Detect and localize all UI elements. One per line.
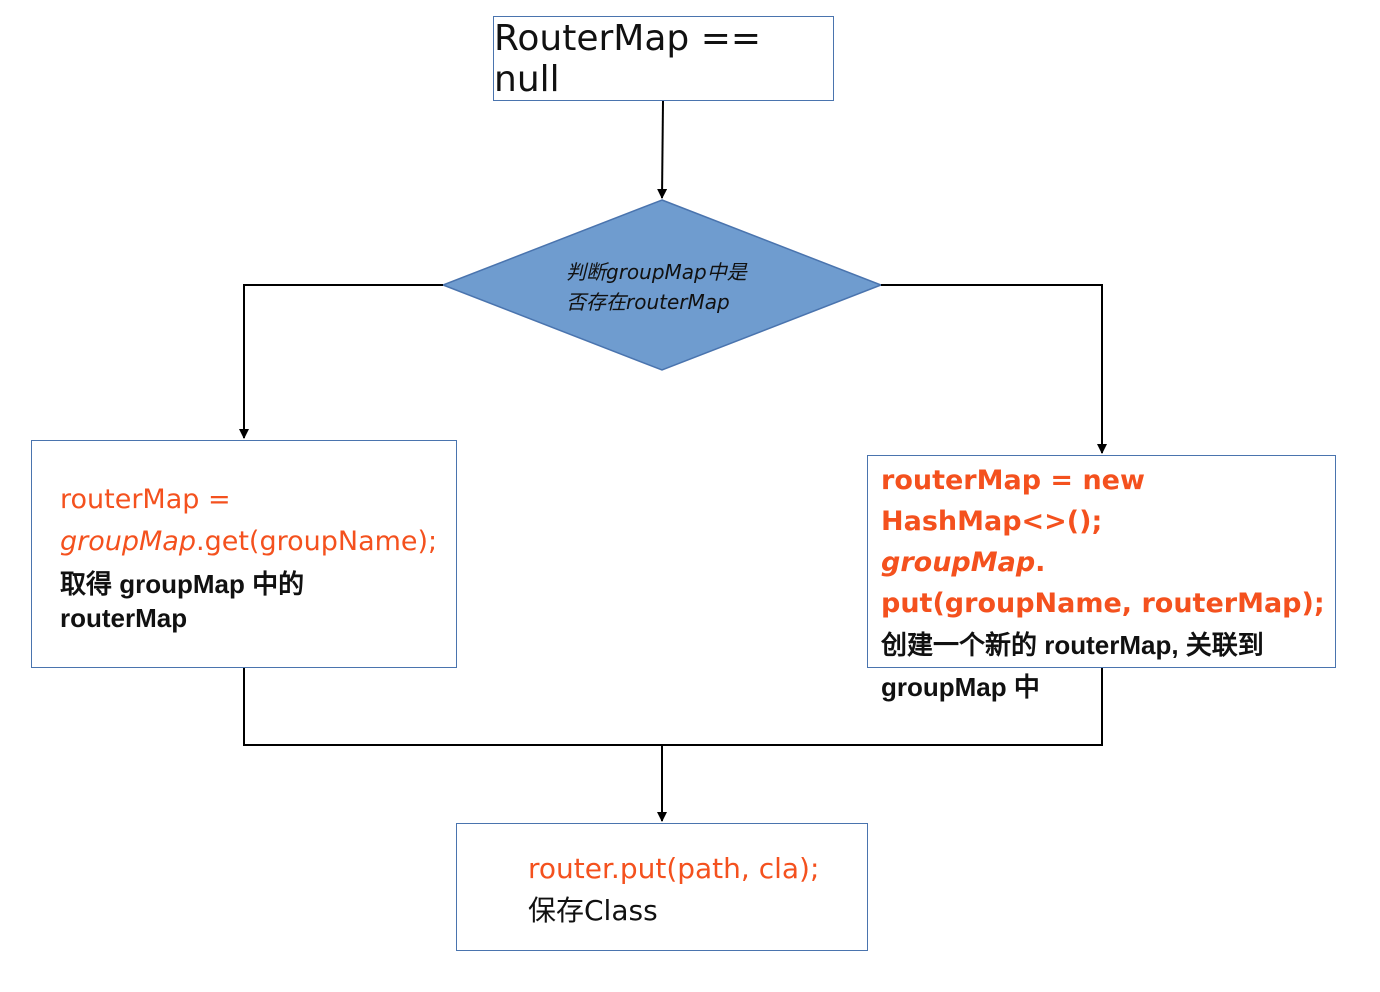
right-code-var: groupMap xyxy=(881,547,1036,578)
left-code-var: groupMap xyxy=(60,526,196,557)
right-code-line2: groupMap. xyxy=(881,542,1335,583)
connector-start-to-decision xyxy=(657,100,668,199)
right-code-line1: routerMap = new HashMap<>(); xyxy=(881,465,1145,537)
decision-label-line1: 判断groupMap中是 xyxy=(566,260,747,284)
start-label: RouterMap == null xyxy=(494,17,762,100)
end-node: router.put(path, cla); 保存Class xyxy=(456,823,868,951)
right-code-line3: put(groupName, routerMap); xyxy=(881,588,1325,619)
end-code: router.put(path, cla); xyxy=(528,852,820,885)
right-desc-line1: 创建一个新的 routerMap, 关联到 xyxy=(881,630,1264,660)
right-code-dot: . xyxy=(1035,547,1046,578)
connector-decision-to-right xyxy=(881,284,1107,454)
right-desc-line2: groupMap 中 xyxy=(881,672,1040,702)
left-code-line1: routerMap = xyxy=(60,484,231,515)
right-code: routerMap = new HashMap<>(); groupMap. p… xyxy=(881,460,1335,624)
right-desc: 创建一个新的 routerMap, 关联到 groupMap 中 xyxy=(881,624,1335,708)
left-branch-node: routerMap = groupMap.get(groupName); 取得 … xyxy=(31,440,457,668)
left-desc-line1: 取得 groupMap 中的 xyxy=(60,569,305,599)
start-node: RouterMap == null xyxy=(493,16,834,101)
decision-label-line2: 否存在routerMap xyxy=(566,290,730,314)
left-code: routerMap = groupMap.get(groupName); xyxy=(60,479,456,563)
connector-decision-to-left xyxy=(239,284,443,439)
left-desc-line2: routerMap xyxy=(60,603,188,633)
connector-right-merge xyxy=(662,668,1103,746)
left-desc: 取得 groupMap 中的 routerMap xyxy=(60,567,456,635)
decision-label: 判断groupMap中是 否存在routerMap xyxy=(566,257,776,317)
connector-left-merge xyxy=(243,668,662,746)
end-desc: 保存Class xyxy=(528,894,658,927)
decision-diamond xyxy=(440,199,884,371)
left-code-line2: groupMap.get(groupName); xyxy=(60,521,456,563)
right-branch-node: routerMap = new HashMap<>(); groupMap. p… xyxy=(867,455,1336,702)
left-code-rest: .get(groupName); xyxy=(196,526,438,557)
